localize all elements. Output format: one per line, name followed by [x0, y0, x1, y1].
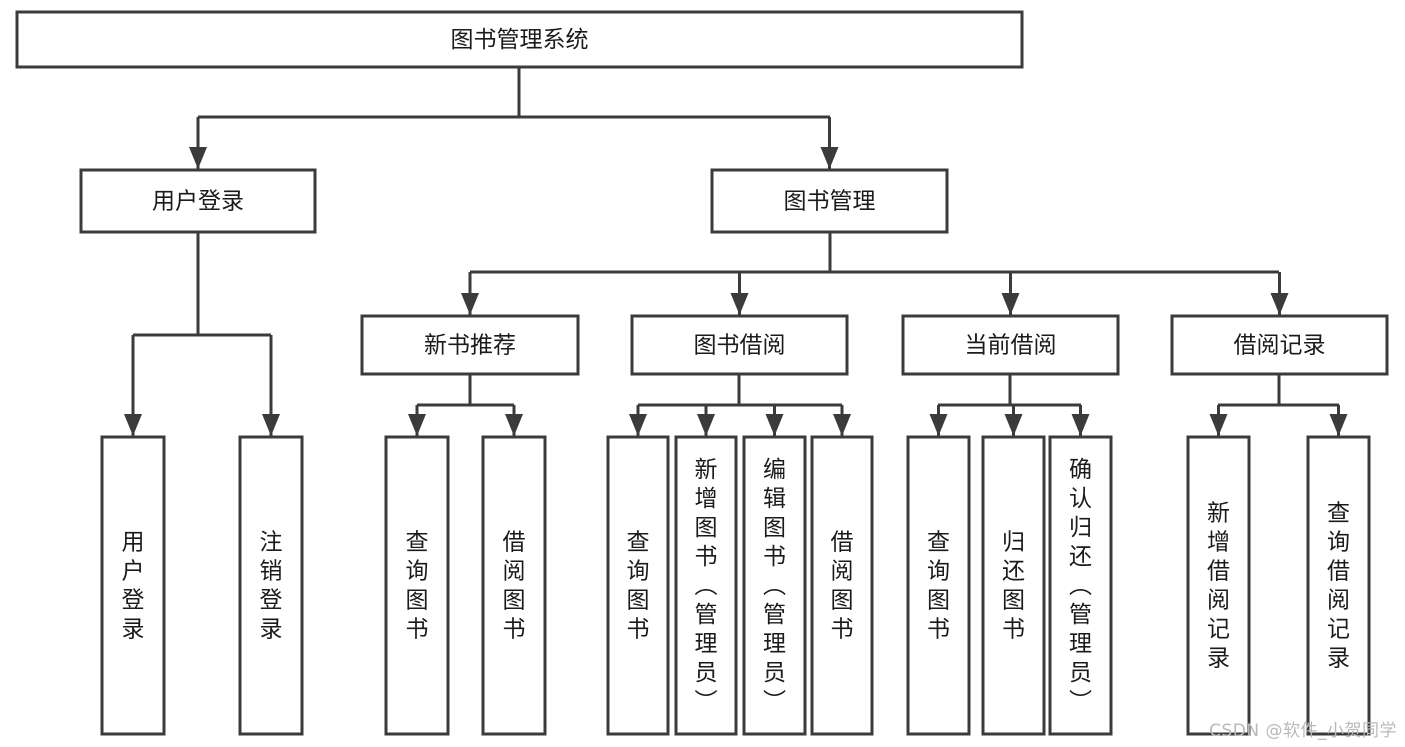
node-box [79, 168, 317, 234]
node-label: 查询图书 [627, 530, 650, 643]
node-label: 新书推荐 [424, 333, 516, 359]
node-box [981, 435, 1046, 736]
arrow-head-icon [189, 147, 207, 169]
arrow-head-icon [124, 414, 142, 436]
node-label: 注销登录 [260, 530, 283, 643]
node-leaf-cur-query[interactable]: 查询图书 [906, 435, 971, 736]
node-label: 查询图书 [927, 530, 950, 643]
node-label: 当前借阅 [965, 333, 1057, 359]
node-label: 图书管理系统 [451, 27, 589, 53]
node-l3-record[interactable]: 借阅记录 [1170, 314, 1389, 376]
arrow-head-icon [820, 147, 839, 169]
node-l3-new[interactable]: 新书推荐 [360, 314, 580, 376]
arrow-head-icon [408, 414, 426, 436]
node-box [810, 435, 874, 736]
arrow-head-icon [833, 414, 851, 436]
node-label: 图书借阅 [694, 333, 786, 359]
node-label: 查询图书 [406, 530, 429, 643]
arrow-head-icon [1004, 414, 1023, 436]
arrow-head-icon [1209, 414, 1228, 436]
node-label: 用户登录 [152, 189, 244, 215]
connector-layer [124, 67, 1348, 436]
arrow-head-icon [461, 293, 479, 315]
arrow-head-icon [1001, 293, 1020, 315]
node-leaf-borrow-edit[interactable]: 编辑图书︵管理员︶ [742, 435, 807, 736]
node-label: 图书管理 [784, 189, 876, 215]
node-box [630, 314, 849, 376]
arrow-head-icon [1071, 414, 1090, 436]
node-label: 借阅记录 [1234, 333, 1326, 359]
node-box [606, 435, 670, 736]
node-label: 用户登录 [122, 530, 145, 643]
node-leaf-user-logout[interactable]: 注销登录 [238, 435, 304, 736]
node-box [15, 10, 1024, 69]
node-box [1306, 435, 1371, 736]
node-box [1186, 435, 1251, 736]
node-layer: 图书管理系统用户登录图书管理新书推荐图书借阅当前借阅借阅记录用户登录注销登录查询… [15, 10, 1389, 736]
csdn-watermark: CSDN @软件_小贺同学 [1209, 721, 1397, 741]
node-box [100, 435, 166, 736]
arrow-head-icon [697, 414, 715, 436]
node-label: 借阅图书 [503, 530, 526, 643]
node-root[interactable]: 图书管理系统 [15, 10, 1024, 69]
node-leaf-user-login[interactable]: 用户登录 [100, 435, 166, 736]
arrow-head-icon [1270, 293, 1289, 315]
node-box [710, 168, 949, 234]
node-label: 编辑图书︵管理员︶ [763, 457, 786, 715]
node-leaf-new-borrow[interactable]: 借阅图书 [481, 435, 547, 736]
node-leaf-new-query[interactable]: 查询图书 [384, 435, 450, 736]
node-l2-user[interactable]: 用户登录 [79, 168, 317, 234]
arrow-head-icon [1329, 414, 1348, 436]
node-leaf-rec-add[interactable]: 新增借阅记录 [1186, 435, 1251, 736]
node-leaf-borrow-add[interactable]: 新增图书︵管理员︶ [674, 435, 738, 736]
node-box [384, 435, 450, 736]
node-box [1048, 435, 1113, 736]
node-leaf-cur-return[interactable]: 归还图书 [981, 435, 1046, 736]
node-label: 查询借阅记录 [1327, 501, 1350, 672]
arrow-head-icon [765, 414, 784, 436]
node-box [901, 314, 1120, 376]
arrow-head-icon [505, 414, 523, 436]
node-label: 借阅图书 [831, 530, 854, 643]
node-box [674, 435, 738, 736]
node-leaf-borrow-query[interactable]: 查询图书 [606, 435, 670, 736]
node-box [1170, 314, 1389, 376]
node-label: 确认归还︵管理员︶ [1069, 457, 1092, 715]
arrow-head-icon [929, 414, 948, 436]
arrow-head-icon [262, 414, 280, 436]
node-label: 新增借阅记录 [1207, 501, 1230, 672]
arrow-head-icon [730, 293, 749, 315]
node-l3-borrow[interactable]: 图书借阅 [630, 314, 849, 376]
node-box [360, 314, 580, 376]
node-leaf-cur-confirm[interactable]: 确认归还︵管理员︶ [1048, 435, 1113, 736]
node-box [906, 435, 971, 736]
node-l3-current[interactable]: 当前借阅 [901, 314, 1120, 376]
node-l2-book[interactable]: 图书管理 [710, 168, 949, 234]
node-box [238, 435, 304, 736]
node-label: 新增图书︵管理员︶ [695, 457, 718, 715]
node-box [742, 435, 807, 736]
node-label: 归还图书 [1002, 530, 1025, 643]
node-box [481, 435, 547, 736]
arrow-head-icon [629, 414, 647, 436]
node-leaf-rec-query[interactable]: 查询借阅记录 [1306, 435, 1371, 736]
node-leaf-borrow-lend[interactable]: 借阅图书 [810, 435, 874, 736]
